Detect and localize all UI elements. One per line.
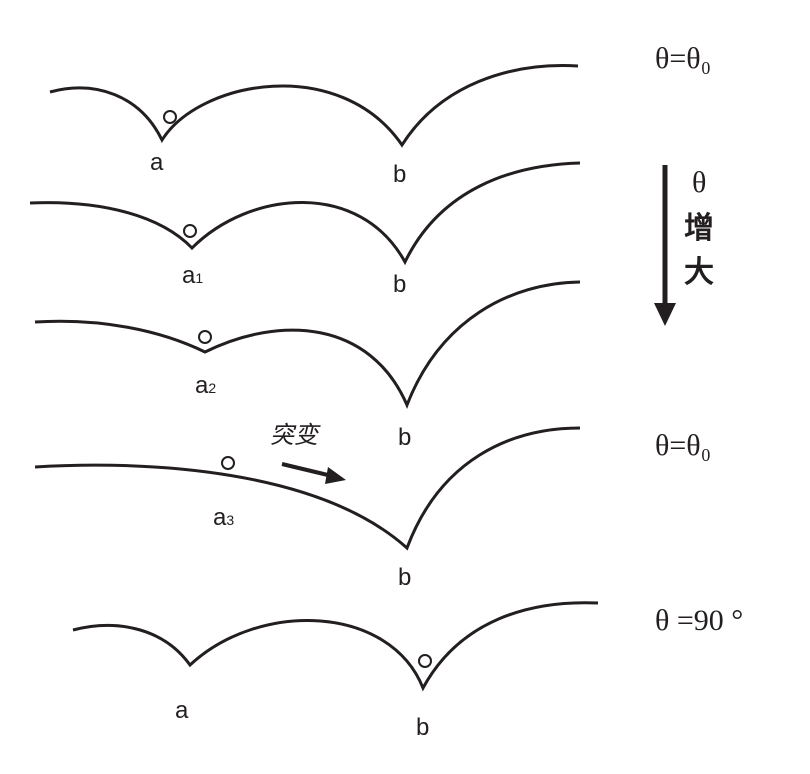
increase-arrow-icon — [654, 165, 676, 326]
droplet-marker — [183, 224, 197, 238]
droplet-marker — [198, 330, 212, 344]
droplet-marker — [418, 654, 432, 668]
angle-label-critical: θ=θ₀ — [655, 429, 711, 462]
droplet-marker — [163, 110, 177, 124]
increase-text-1: 增 — [684, 211, 714, 246]
point-b-label: b — [398, 424, 411, 451]
point-b-label: b — [416, 714, 429, 741]
increase-theta-symbol: θ — [692, 166, 706, 199]
profile-curve — [34, 426, 581, 551]
profile-row-4: a3 b 突变 — [34, 421, 581, 591]
point-a-label: a1 — [182, 262, 203, 289]
point-a-label: a — [175, 697, 189, 724]
increase-text-2: 大 — [684, 255, 714, 290]
point-b-label: b — [393, 271, 406, 298]
transition-arrow-icon — [281, 462, 346, 484]
point-b-label: b — [398, 564, 411, 591]
angle-label-90: θ =90 ° — [655, 604, 743, 637]
profile-row-5: a b — [72, 601, 599, 741]
point-a-label: a — [150, 149, 164, 176]
profile-row-2: a1 b — [29, 161, 581, 298]
profile-curve — [34, 280, 581, 409]
point-a-label: a2 — [195, 372, 216, 399]
angle-label-initial: θ=θ₀ — [655, 42, 711, 75]
point-a-label: a3 — [213, 504, 234, 531]
transition-label: 突变 — [270, 421, 321, 449]
profile-row-3: a2 b — [34, 280, 581, 451]
profile-curve — [49, 64, 579, 148]
droplet-marker — [221, 456, 235, 470]
point-b-label: b — [393, 161, 406, 188]
profile-curve — [29, 161, 581, 266]
profile-row-1: a b — [49, 64, 579, 188]
profile-curve — [72, 601, 599, 692]
